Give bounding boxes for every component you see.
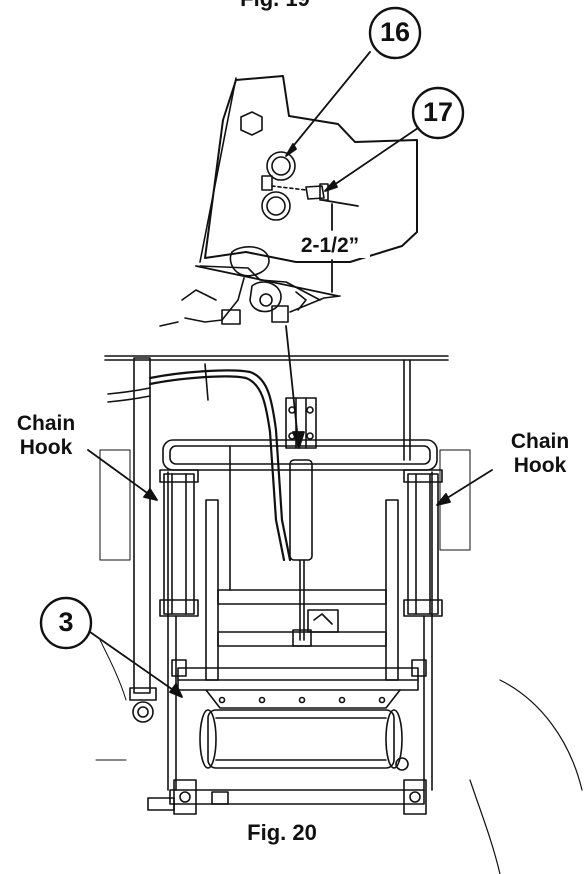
- left-wheel-bracket: [173, 779, 197, 815]
- fig19-caption: Fig. 19: [215, 0, 335, 11]
- fig20-caption: Fig. 20: [247, 820, 317, 845]
- connector-arrow: [285, 325, 305, 449]
- fig19-detail-drawing: [159, 75, 418, 327]
- lower-port: [261, 191, 291, 221]
- callout-leaders-fig19: [285, 51, 419, 192]
- upper-frame: [162, 439, 438, 471]
- hydraulic-hose: [148, 369, 292, 562]
- insertion-guide: [271, 185, 307, 191]
- callout-17-label: 17: [422, 97, 454, 127]
- callout-leaders-fig20: [87, 449, 493, 698]
- fitting-block: [261, 175, 273, 191]
- roller: [207, 709, 395, 769]
- grease-fitting: [305, 185, 325, 200]
- dimension-label: 2-1/2”: [290, 234, 370, 259]
- dim-line-bottom: [195, 265, 339, 297]
- dim-line-top: [321, 199, 359, 207]
- left-post: [133, 357, 151, 694]
- callout-3-label: 3: [58, 607, 74, 637]
- hex-bolt: [240, 111, 263, 136]
- chain-hook-right-label: Chain Hook: [500, 430, 580, 478]
- callout-16-label: 16: [379, 17, 411, 47]
- mounting-plate: [204, 75, 418, 263]
- lower-frame: [177, 667, 419, 691]
- plate-left-edge: [199, 77, 237, 263]
- chain-hook-right-line2: Hook: [513, 454, 567, 478]
- chain-hook-left-label: Chain Hook: [6, 412, 86, 460]
- upper-port: [266, 151, 296, 181]
- center-cylinder: [289, 459, 313, 561]
- left-lift-cylinder: [163, 473, 195, 615]
- right-lift-cylinder: [407, 473, 439, 615]
- right-wheel-bracket: [403, 779, 427, 815]
- chain-hook-left-line2: Hook: [19, 436, 73, 460]
- fig20-machine-drawing: [95, 355, 583, 874]
- callout-17-circle: [411, 86, 465, 140]
- chain-hook-right-line1: Chain: [510, 430, 570, 453]
- callout-16-circle: [368, 6, 422, 60]
- callout-3-circle: [39, 596, 93, 650]
- chain-hook-left-line1: Chain: [16, 412, 76, 435]
